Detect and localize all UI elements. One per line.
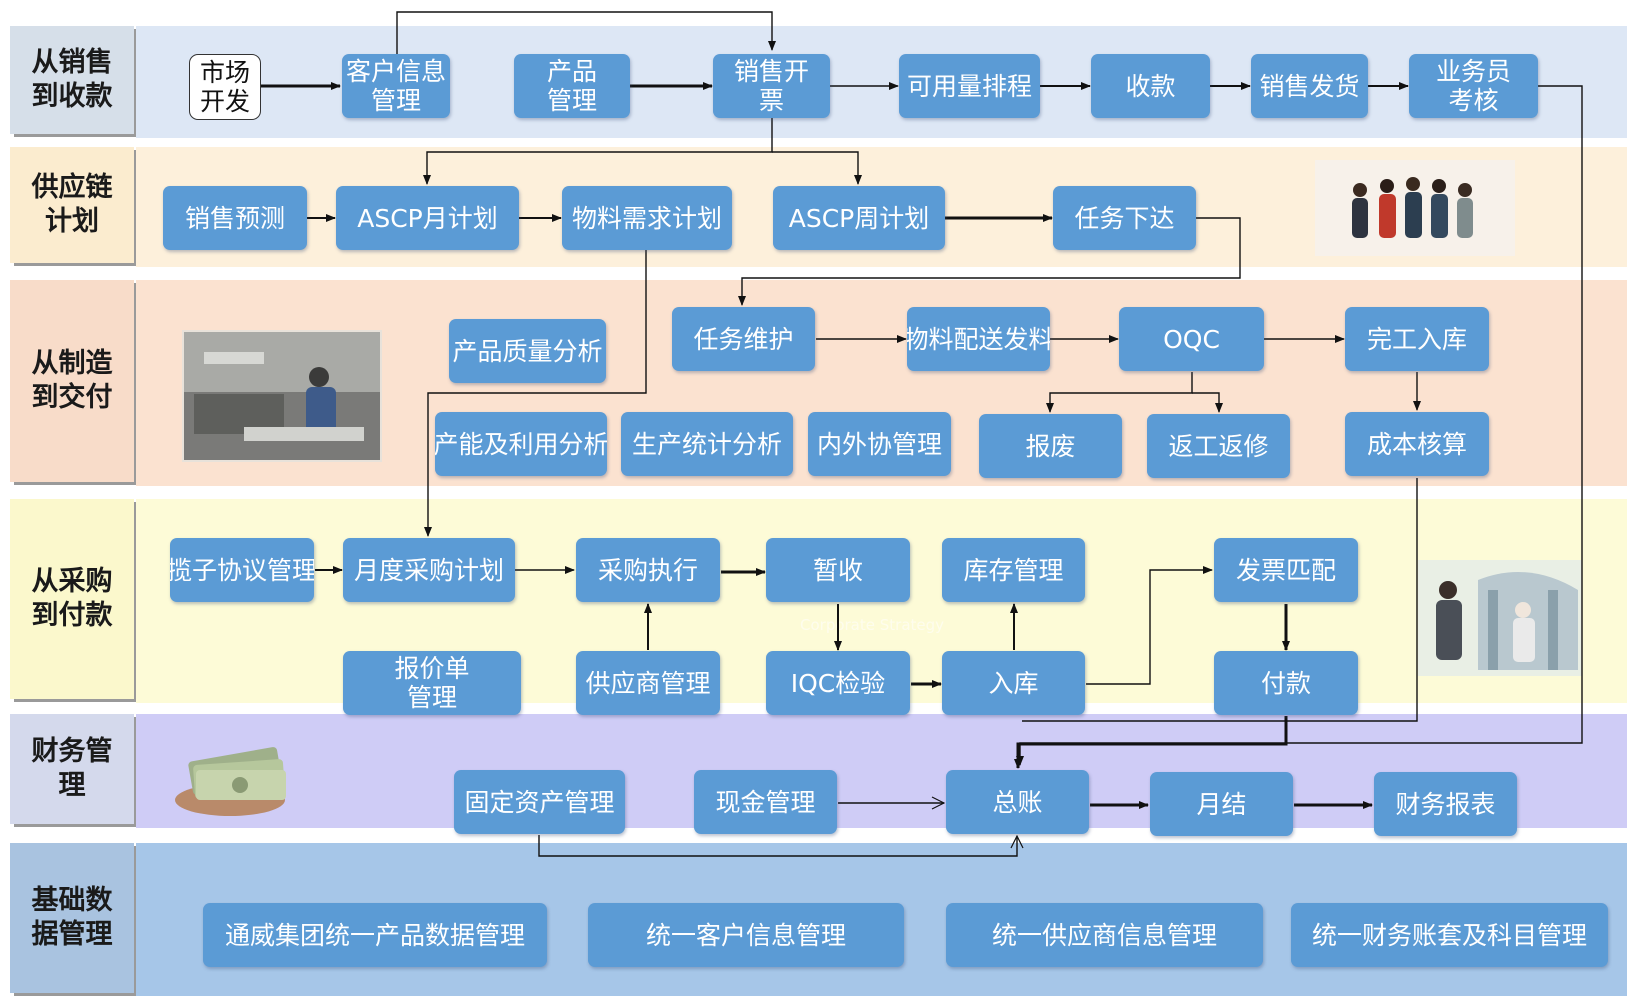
node-month-close[interactable]: 月结 (1150, 772, 1293, 836)
node-iqc[interactable]: IQC检验 (766, 651, 910, 715)
factory-icon (184, 332, 380, 441)
engineers-icon (1436, 572, 1578, 670)
node-mrp[interactable]: 物料需求计划 (562, 186, 732, 250)
base-customer-info[interactable]: 统一客户信息管理 (588, 903, 904, 967)
money-photo (170, 740, 300, 822)
node-cash-mgmt[interactable]: 现金管理 (694, 770, 837, 834)
node-payment[interactable]: 付款 (1214, 651, 1358, 715)
node-available-schedule[interactable]: 可用量排程 (899, 54, 1040, 118)
node-ascp-week[interactable]: ASCP周计划 (773, 186, 945, 250)
base-finance-accounts[interactable]: 统一财务账套及科目管理 (1291, 903, 1608, 967)
money-icon (175, 747, 286, 816)
node-blanket-agreement[interactable]: 揽子协议管理 (170, 538, 314, 602)
node-sales-forecast[interactable]: 销售预测 (163, 186, 307, 250)
node-scrap[interactable]: 报废 (979, 414, 1122, 478)
lane-title: 从销售 到收款 (31, 47, 113, 112)
factory-photo (182, 330, 382, 462)
lane-title: 财务管 理 (31, 736, 113, 801)
watermark: Corporate Strategy (800, 616, 945, 634)
lane-title: 基础数 据管理 (31, 885, 113, 950)
node-purchase-exec[interactable]: 采购执行 (576, 538, 720, 602)
node-production-stats[interactable]: 生产统计分析 (621, 412, 793, 476)
node-temp-receipt[interactable]: 暂收 (766, 538, 910, 602)
node-oqc[interactable]: OQC (1119, 307, 1264, 371)
node-market-dev[interactable]: 市场 开发 (189, 54, 261, 120)
node-customer-info[interactable]: 客户信息 管理 (342, 54, 450, 118)
node-capacity-analysis[interactable]: 产能及利用分析 (435, 412, 607, 476)
node-quotation[interactable]: 报价单 管理 (343, 651, 521, 715)
node-fixed-assets[interactable]: 固定资产管理 (454, 770, 625, 834)
lane-label-supply: 供应链 计划 (10, 147, 134, 263)
people-icon (1352, 177, 1473, 238)
lane-label-manufacturing: 从制造 到交付 (10, 280, 134, 482)
lane-label-sales: 从销售 到收款 (10, 26, 134, 134)
lane-label-base-data: 基础数 据管理 (10, 843, 134, 993)
node-completion-storage[interactable]: 完工入库 (1345, 307, 1489, 371)
node-rework[interactable]: 返工返修 (1147, 414, 1290, 478)
node-task-release[interactable]: 任务下达 (1053, 186, 1196, 250)
node-cost-accounting[interactable]: 成本核算 (1345, 412, 1489, 476)
node-salesperson-eval[interactable]: 业务员 考核 (1409, 54, 1538, 118)
node-task-maintain[interactable]: 任务维护 (672, 307, 815, 371)
node-quality-analysis[interactable]: 产品质量分析 (449, 319, 606, 383)
node-invoice-match[interactable]: 发票匹配 (1214, 538, 1358, 602)
node-monthly-purchase-plan[interactable]: 月度采购计划 (343, 538, 515, 602)
lane-title: 供应链 计划 (31, 172, 113, 237)
lane-label-finance: 财务管 理 (10, 714, 134, 824)
people-photo (1315, 160, 1515, 256)
node-sales-invoice[interactable]: 销售开 票 (713, 54, 830, 118)
base-product-data[interactable]: 通威集团统一产品数据管理 (203, 903, 547, 967)
node-inventory-mgmt[interactable]: 库存管理 (942, 538, 1085, 602)
node-warehousing[interactable]: 入库 (942, 651, 1085, 715)
node-supplier-mgmt[interactable]: 供应商管理 (576, 651, 720, 715)
lane-title: 从采购 到付款 (31, 566, 113, 631)
lane-title: 从制造 到交付 (31, 348, 113, 413)
node-outsourcing[interactable]: 内外协管理 (808, 412, 951, 476)
node-financial-reports[interactable]: 财务报表 (1374, 772, 1517, 836)
node-ascp-month[interactable]: ASCP月计划 (336, 186, 519, 250)
node-collection[interactable]: 收款 (1091, 54, 1210, 118)
base-supplier-info[interactable]: 统一供应商信息管理 (946, 903, 1263, 967)
node-general-ledger[interactable]: 总账 (946, 770, 1089, 834)
engineers-photo (1418, 560, 1582, 676)
node-product-mgmt[interactable]: 产品 管理 (514, 54, 630, 118)
lane-label-purchasing: 从采购 到付款 (10, 499, 134, 699)
node-sales-delivery[interactable]: 销售发货 (1251, 54, 1368, 118)
node-material-dispatch[interactable]: 物料配送发料 (907, 307, 1050, 371)
